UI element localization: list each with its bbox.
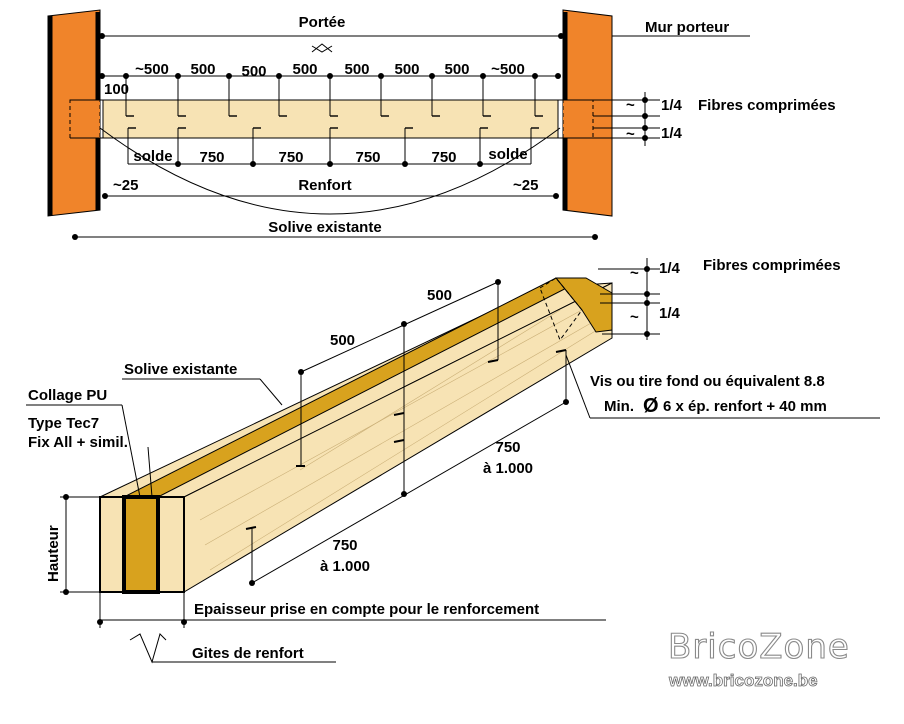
spacing-2: 500 (190, 61, 215, 78)
top-spacings: ~500 500 500 500 500 500 500 ~500 (135, 61, 525, 80)
watermark-title: BricoZone (668, 627, 850, 667)
edge-right: ~25 (513, 177, 538, 194)
bottom-spacing-1: solde (133, 148, 172, 165)
end-offset: 100 (104, 81, 129, 98)
iso-spacing-top-1: 500 (330, 332, 355, 349)
thickness-label: Epaisseur prise en compte pour le renfor… (194, 601, 539, 618)
glue-label: Collage PU (28, 387, 107, 404)
compressed-fibres-top: Fibres comprimées (698, 97, 836, 114)
spacing-1: ~500 (135, 61, 169, 78)
iso-approx-2: ~ (630, 309, 639, 326)
iso-spacing-bottom-2-range: à 1.000 (483, 460, 533, 477)
watermark: BricoZone www.bricozone.be (667, 626, 850, 690)
spacing-5: 500 (344, 61, 369, 78)
span-label: Portée (299, 14, 346, 31)
wall-label: Mur porteur (645, 19, 729, 36)
bottom-spacing-2: 750 (199, 149, 224, 166)
approx-top-1: ~ (626, 97, 635, 114)
bottom-spacing-4: 750 (355, 149, 380, 166)
glue-type-line2: Fix All + simil. (28, 434, 128, 451)
spacing-7: 500 (444, 61, 469, 78)
iso-quarter-bottom: 1/4 (659, 305, 681, 322)
joist-arc (99, 127, 561, 215)
iso-compressed-fibres: Fibres comprimées (703, 257, 841, 274)
height-label: Hauteur (45, 525, 62, 582)
joist-reinforcement-label: Gites de renfort (192, 645, 304, 662)
screw-label-line1: Vis ou tire fond ou équivalent 8.8 (590, 373, 825, 390)
bottom-spacings: solde 750 750 750 750 solde (133, 146, 527, 166)
existing-joist-label: Solive existante (268, 219, 381, 236)
glue-type-line1: Type Tec7 (28, 415, 99, 432)
screw-label-line2-prefix: Min. (604, 398, 634, 415)
approx-top-2: ~ (626, 126, 635, 143)
iso-view: 500 500 750 à 1.000 750 à 1.000 Solive e… (26, 257, 880, 664)
spacing-4: 500 (292, 61, 317, 78)
reinforcement-label: Renfort (298, 177, 351, 194)
quarter-top: 1/4 (661, 97, 683, 114)
bottom-screw-dots (175, 161, 483, 167)
spacing-3: 500 (241, 63, 266, 80)
iso-spacing-bottom-1-value: 750 (332, 537, 357, 554)
iso-spacing-bottom-2-value: 750 (495, 439, 520, 456)
iso-quarter-top: 1/4 (659, 260, 681, 277)
iso-existing-joist-label: Solive existante (124, 361, 237, 378)
iso-approx-1: ~ (630, 265, 639, 282)
bottom-spacing-3: 750 (278, 149, 303, 166)
bottom-spacing-5: 750 (431, 149, 456, 166)
iso-spacing-bottom-1-range: à 1.000 (320, 558, 370, 575)
screw-label-line2-suffix: 6 x ép. renfort + 40 mm (663, 398, 827, 415)
iso-spacing-top-2: 500 (427, 287, 452, 304)
diameter-symbol: Ø (643, 395, 659, 417)
watermark-url: www.bricozone.be (668, 671, 818, 690)
top-view: Portée Mur porteur 100 ~500 (47, 9, 836, 240)
quarter-bottom: 1/4 (661, 125, 683, 142)
edge-left: ~25 (113, 177, 138, 194)
spacing-6: 500 (394, 61, 419, 78)
spacing-8: ~500 (491, 61, 525, 78)
bottom-spacing-6: solde (488, 146, 527, 163)
